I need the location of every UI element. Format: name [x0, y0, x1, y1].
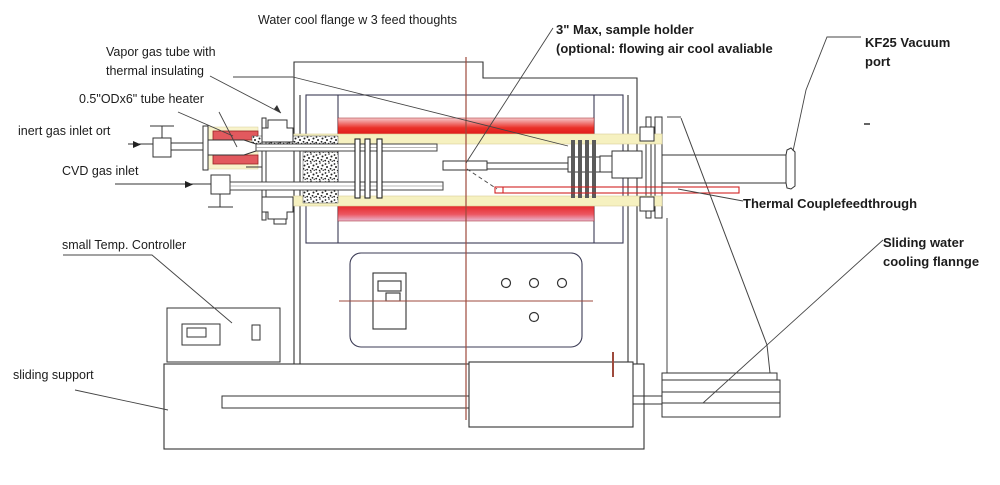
panel-display-screen	[377, 280, 402, 292]
label-sample-holder: 3" Max, sample holder (optional: flowing…	[556, 22, 773, 56]
label-tube-heater: 0.5"ODx6" tube heater	[79, 92, 204, 106]
label-water-cool-flange: Water cool flange w 3 feed thoughts	[258, 13, 457, 27]
panel-knob-4	[528, 311, 540, 323]
slide-carriage	[468, 361, 634, 428]
sample-holder-coupler	[599, 155, 613, 173]
sample-holder-tip	[442, 160, 488, 171]
temp-controller-button	[251, 324, 261, 341]
sliding-flange-plate-2	[654, 116, 663, 219]
panel-knob-2	[528, 277, 540, 289]
cvd-flow-arrow	[185, 181, 193, 188]
baffle-right-2	[578, 140, 582, 198]
inert-valve-handle	[150, 125, 174, 138]
flange-clamp-bottom-right	[639, 196, 655, 212]
sliding-flange-plate-1	[645, 116, 652, 219]
leader-vapor-nozzle	[218, 111, 238, 148]
baffle-left-1	[354, 138, 361, 199]
label-sliding-support: sliding support	[13, 368, 94, 382]
baffle-right-1	[571, 140, 575, 198]
baffle-right-4	[592, 140, 596, 198]
baffle-right-3	[585, 140, 589, 198]
mini-heater-bottom	[212, 154, 259, 165]
label-temp-controller: small Temp. Controller	[62, 238, 187, 252]
temp-controller-readout	[186, 327, 207, 338]
label-cvd-gas-inlet: CVD gas inlet	[62, 164, 139, 178]
feed-flange-boss	[273, 218, 287, 225]
furnace-outer-housing	[293, 61, 638, 364]
inert-valve-outlet-pipe	[171, 142, 203, 151]
baffle-left-3	[376, 138, 383, 199]
panel-display-button	[385, 292, 401, 302]
support-block	[661, 379, 781, 418]
support-block-layer-lines	[662, 391, 780, 404]
leader-temp-controller	[63, 254, 233, 324]
inert-gas-valve	[152, 137, 172, 158]
quartz-tube-wall-top	[292, 133, 663, 145]
kf25-flange-end	[785, 147, 796, 190]
feed-flange-clamp-bottom	[261, 196, 294, 220]
leader-tube-heater	[177, 111, 234, 137]
leader-sliding-support	[74, 389, 169, 411]
panel-knob-3	[556, 277, 568, 289]
label-inert-gas-inlet: inert gas inlet ort	[18, 124, 111, 138]
label-kf25-port: KF25 Vacuum port	[865, 35, 951, 69]
label-vapor-gas-tube: Vapor gas tube with thermal insulating	[106, 45, 216, 78]
leader-insulation	[209, 75, 282, 114]
inlet-flange-plate	[202, 125, 209, 171]
leader-sample-to-tc	[466, 168, 498, 190]
label-thermocouple: Thermal Couplefeedthrough	[743, 196, 918, 211]
panel-knob-1	[500, 277, 512, 289]
sample-holder-shaft	[486, 162, 569, 170]
inert-flow-arrow	[133, 141, 141, 148]
cvd-valve-handle	[208, 194, 233, 208]
mini-heater-top	[212, 130, 259, 141]
slide-rail	[221, 395, 470, 409]
insulation-plug	[302, 151, 339, 204]
vapor-tube-body	[207, 139, 257, 156]
leader-sample-holder	[465, 27, 554, 164]
leader-insulation-arrowhead	[274, 105, 281, 113]
support-block-plate	[661, 372, 778, 381]
leader-sliding-water-flange	[702, 239, 884, 404]
leader-flange-diagonal	[292, 76, 569, 147]
baffle-left-2	[364, 138, 371, 199]
quartz-tube-wall-bottom	[292, 195, 663, 207]
flange-clamp-top-right	[639, 126, 655, 142]
feed-flange-plate	[261, 117, 267, 221]
support-connecting-rod	[633, 395, 662, 405]
leader-kf25	[792, 36, 861, 152]
leader-thermocouple	[677, 188, 744, 202]
cvd-gas-valve	[210, 174, 231, 195]
label-sliding-water-flange: Sliding water cooling flannge	[883, 235, 980, 269]
feed-flange-clamp-top	[261, 119, 294, 143]
thermocouple-line	[494, 186, 740, 194]
feedthrough-hub	[611, 150, 643, 179]
kf25-tube	[662, 154, 786, 184]
